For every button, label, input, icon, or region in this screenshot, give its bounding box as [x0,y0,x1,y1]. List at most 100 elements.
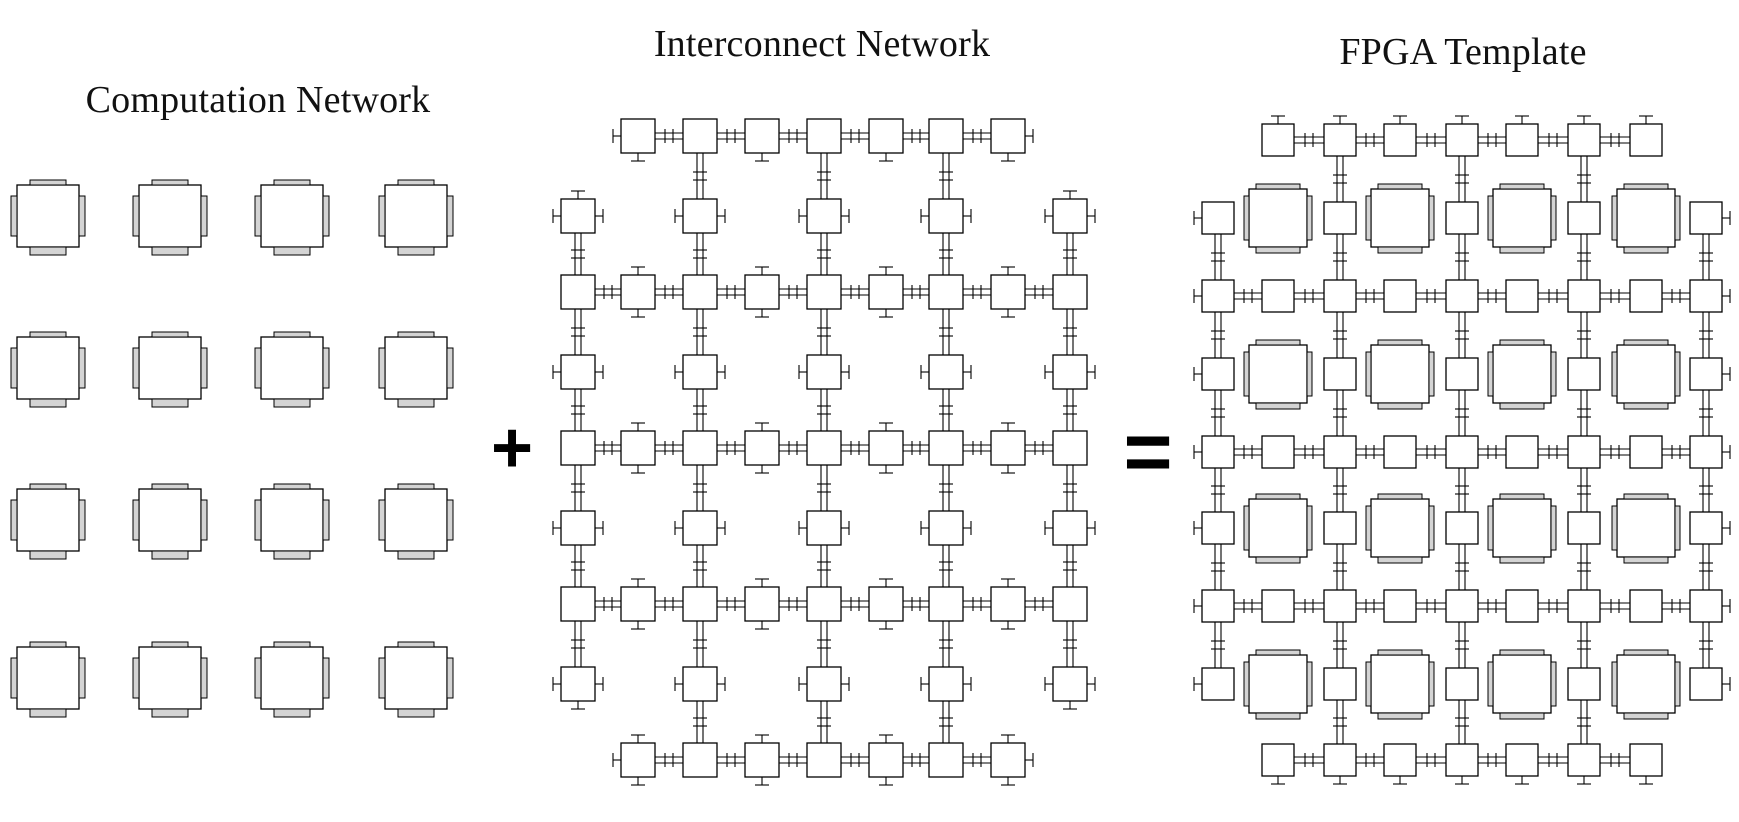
switch-body [560,354,596,390]
pad-right [322,499,330,541]
link-horizontal [841,441,869,455]
link-vertical [1333,622,1347,668]
pad-top [273,483,311,490]
link-vertical [1577,390,1591,436]
switch-block [560,430,596,466]
switch-body [1567,589,1601,623]
switch-block [612,734,656,786]
switch-body [990,430,1026,466]
link-horizontal [903,129,929,143]
switch-body [1445,667,1479,701]
compute-block [132,179,208,256]
switch-body [620,118,656,154]
pad-bottom [29,398,67,408]
link-vertical [1577,544,1591,590]
switch-body [928,510,964,546]
switch-body [1323,201,1357,235]
switch-block [920,198,972,234]
pad-left [1611,505,1618,551]
pad-top [1499,339,1545,346]
switch-block [1323,667,1357,701]
switch-block [1505,743,1539,785]
switch-body [1201,511,1235,545]
switch-block [920,510,972,546]
link-vertical [1699,390,1713,436]
logic-block-body [1492,344,1552,404]
compute-block-body [260,336,324,400]
pad-left [10,195,18,237]
link-vertical [1699,622,1713,668]
switch-body [1261,435,1295,469]
link-vertical [817,465,831,511]
equals-operator: = [1123,404,1173,499]
link-horizontal [1234,599,1262,613]
link-horizontal [1662,289,1690,303]
link-horizontal [1478,753,1506,767]
pad-top [1623,493,1669,500]
switch-body [682,666,718,702]
pad-left [254,657,262,699]
link-vertical [1699,544,1713,590]
pad-left [1365,195,1372,241]
pad-left [1487,195,1494,241]
pad-bottom [151,246,189,256]
pad-bottom [1377,712,1423,720]
pad-left [1243,195,1250,241]
switch-block [806,118,842,154]
switch-body [1567,667,1601,701]
link-vertical [1333,234,1347,280]
link-horizontal [595,285,621,299]
link-horizontal [717,753,745,767]
fpga-template [1193,115,1731,785]
link-horizontal [1478,289,1506,303]
switch-body [682,354,718,390]
compute-block-body [138,488,202,552]
pad-top [1499,493,1545,500]
fpga-template-title: FPGA Template [1339,31,1587,73]
switch-block [560,274,596,310]
logic-block [1365,649,1435,720]
compute-block [10,483,86,560]
link-vertical [1455,234,1469,280]
switch-block [1261,435,1295,469]
pad-top [397,179,435,186]
switch-body [1505,435,1539,469]
switch-body [1445,201,1479,235]
link-horizontal [1538,753,1568,767]
link-vertical [1577,312,1591,358]
pad-right [1674,195,1681,241]
link-vertical [817,545,831,587]
pad-left [10,347,18,389]
pad-left [1487,505,1494,551]
switch-block [868,734,904,786]
switch-block [990,118,1034,162]
compute-block-body [138,336,202,400]
switch-body [1629,743,1663,777]
link-vertical [1577,234,1591,280]
compute-block-body [260,646,324,710]
pad-top [1255,493,1301,500]
pad-top [1255,649,1301,656]
pad-right [1428,661,1435,707]
switch-body [560,274,596,310]
link-horizontal [903,285,929,299]
pad-right [322,195,330,237]
pad-right [1550,505,1557,551]
plus-operator: + [490,408,534,488]
switch-block [1261,115,1295,157]
link-vertical [693,153,707,199]
switch-block [806,430,842,466]
logic-block [1611,649,1681,720]
pad-right [200,657,208,699]
compute-block-body [138,184,202,248]
switch-body [1383,123,1417,157]
compute-block [378,483,454,560]
link-horizontal [1662,599,1690,613]
link-vertical [939,621,953,667]
pad-bottom [1623,402,1669,410]
link-horizontal [1294,599,1324,613]
switch-body [1052,274,1088,310]
pad-left [132,195,140,237]
link-horizontal [1478,599,1506,613]
pad-bottom [397,246,435,256]
